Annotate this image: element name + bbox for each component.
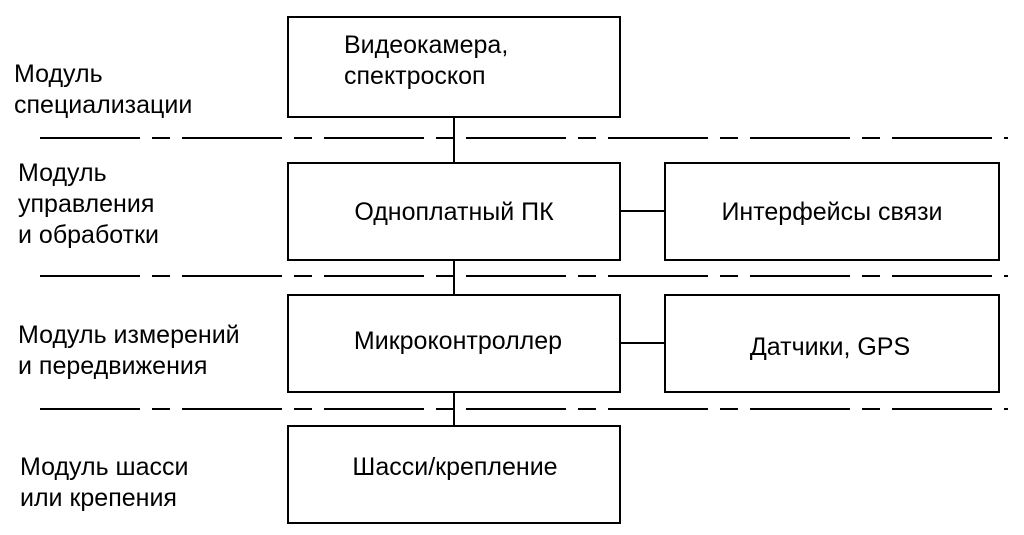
block-microcontroller: Микроконтроллер xyxy=(287,294,621,393)
layer-label-chassis: Модуль шасси или крепения xyxy=(20,453,195,512)
layer-label-specialization: Модуль специализации xyxy=(14,60,192,119)
layer-label-measurement: Модуль измерений и передвижения xyxy=(18,321,247,380)
block-camera: Видеокамера, спектроскоп xyxy=(287,16,621,118)
block-chassis-mount: Шасси/крепление xyxy=(287,425,621,524)
block-microcontroller-label: Микроконтроллер xyxy=(354,327,562,355)
layer-label-control: Модуль управления и обработки xyxy=(18,159,161,249)
block-chassis-mount-label: Шасси/крепление xyxy=(352,453,557,481)
block-single-board-pc: Одноплатный ПК xyxy=(287,162,621,261)
block-sensors-gps-label: Датчики, GPS xyxy=(750,333,910,361)
block-single-board-pc-label: Одноплатный ПК xyxy=(354,198,554,226)
block-sensors-gps: Датчики, GPS xyxy=(664,294,1000,393)
block-communication-interfaces-label: Интерфейсы связи xyxy=(721,198,942,226)
block-camera-label: Видеокамера, спектроскоп xyxy=(344,31,515,90)
block-communication-interfaces: Интерфейсы связи xyxy=(664,162,1000,261)
